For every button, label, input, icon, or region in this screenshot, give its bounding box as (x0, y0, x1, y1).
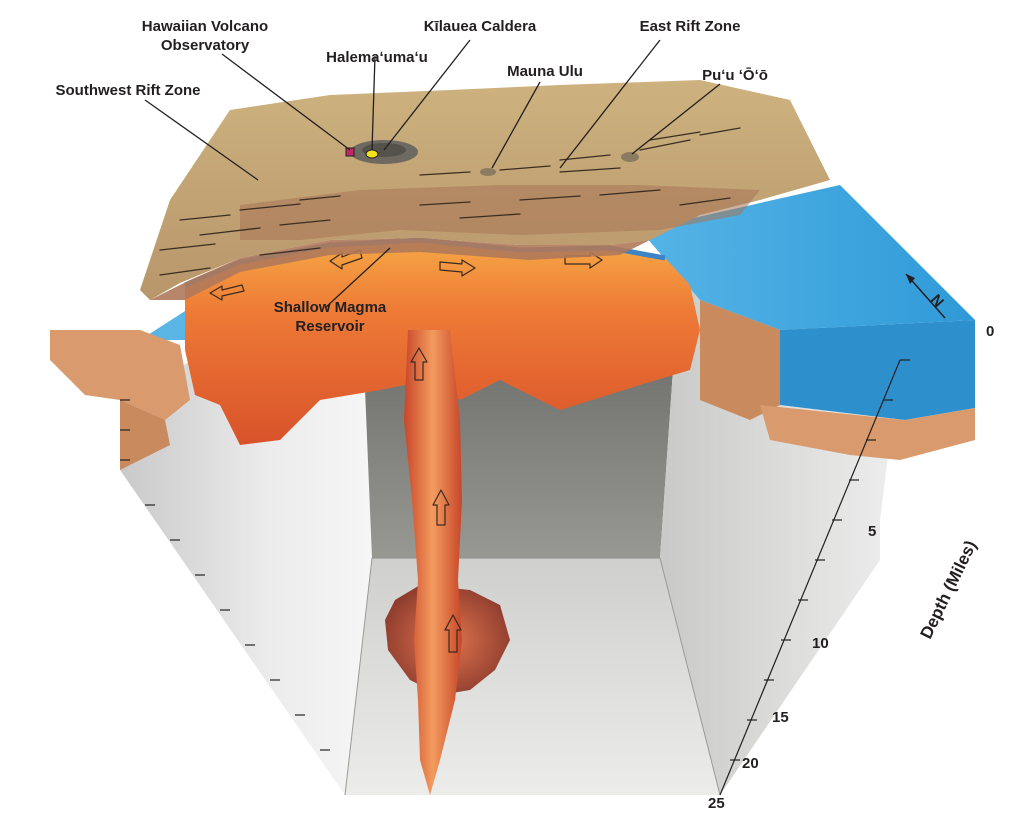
flow-arrow (410, 347, 428, 381)
labels: Hawaiian Volcano Observatory Kīlauea Cal… (56, 18, 768, 335)
flow-arrow (432, 489, 450, 526)
reservoir-label-line2: Reservoir (295, 318, 364, 335)
flow-arrow (439, 259, 476, 277)
mauna-ulu-crater (480, 168, 496, 176)
flow-arrows (209, 249, 603, 653)
leader-lines (144, 39, 721, 309)
observatory-label-line1: Hawaiian Volcano (142, 18, 268, 35)
depth-tick-label: 25 (708, 795, 725, 812)
depth-axis-title: Depth (Miles) (917, 537, 981, 641)
magma-conduit (385, 330, 510, 795)
depth-tick-label: 20 (742, 755, 759, 772)
flow-arrow (444, 614, 462, 653)
floor (345, 558, 720, 795)
mauna-ulu-label: Mauna Ulu (507, 63, 583, 80)
puuoo-crater (621, 152, 639, 162)
depth-ticks-right (730, 359, 910, 761)
depth-label-0: 0 (986, 323, 994, 340)
ground-right-slab (700, 300, 975, 460)
ocean-right-top (640, 185, 975, 330)
depth-ticks-left (120, 399, 330, 751)
reservoir-label-line1: Shallow Magma (274, 299, 387, 316)
puuoo-label: Puʻu ʻŌʻō (702, 67, 768, 84)
ground-surface (140, 80, 830, 300)
caldera-label: Kīlauea Caldera (424, 18, 537, 35)
ground-left-slab (50, 330, 190, 470)
depth-tick-label: 5 (868, 523, 876, 540)
observatory-marker (345, 147, 355, 157)
east-rift-label: East Rift Zone (640, 18, 741, 35)
halemaumau-marker (365, 149, 379, 159)
southwest-rift-label: Southwest Rift Zone (56, 82, 201, 99)
flow-arrow (209, 284, 245, 301)
depth-tick-label: 15 (772, 709, 789, 726)
depth-tick-label: 10 (812, 635, 829, 652)
observatory-label-line2: Observatory (161, 37, 250, 54)
ocean-right-front (780, 320, 975, 420)
halemaumau-label: Halemaʻumaʻu (326, 49, 428, 66)
